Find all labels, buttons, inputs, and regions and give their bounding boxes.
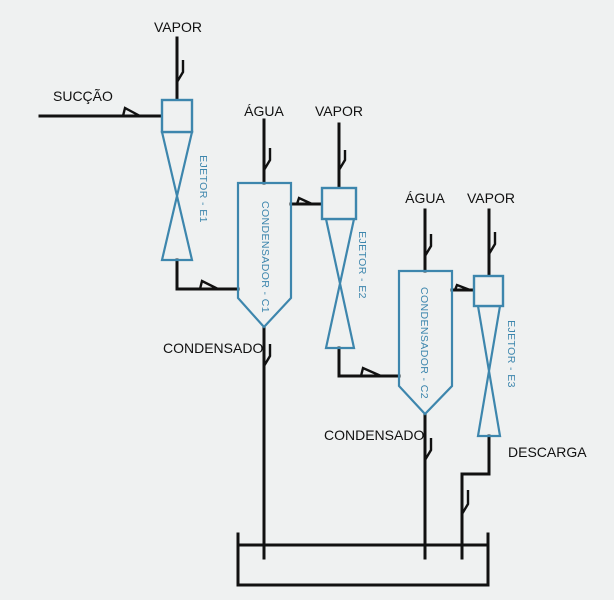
discharge-pipe-e3	[460, 434, 491, 560]
flow-arrow-condensate-c1	[262, 344, 272, 367]
water-c2-label: ÁGUA	[405, 190, 445, 206]
ejector-e1	[160, 98, 194, 262]
condenser-c2	[397, 269, 454, 416]
flow-arrow-steam-e1	[175, 60, 185, 83]
flow-arrow-steam-e2	[337, 150, 347, 171]
ejector-e1-head	[160, 98, 194, 134]
flow-arrows	[121, 60, 497, 515]
condenser-c1-body	[236, 181, 293, 329]
discharge-label: DESCARGA	[508, 444, 587, 460]
ejector-e3-nozzle	[476, 304, 502, 438]
ejector-e3	[472, 274, 505, 438]
flow-arrow-water-c1	[262, 148, 272, 171]
flow-arrow-c1-e2	[295, 196, 313, 206]
ejector-e2-nozzle	[324, 217, 356, 350]
condensate-c2-label: CONDENSADO	[324, 427, 424, 443]
flow-arrow-e1-c1	[198, 279, 219, 291]
condenser-c2-label: CONDENSADOR - C2	[418, 287, 430, 399]
condensate-c1-label: CONDENSADO	[163, 340, 263, 356]
hot-well-tank	[236, 532, 490, 587]
flow-arrow-condensate-c2	[423, 438, 433, 461]
ejector-e2	[320, 186, 358, 350]
water-c1-label: ÁGUA	[244, 103, 284, 119]
flow-arrow-suction	[121, 106, 141, 118]
steam-e1-label: VAPOR	[154, 19, 202, 35]
flow-arrow-discharge	[460, 490, 470, 515]
flow-arrow-steam-e3	[487, 232, 497, 255]
flow-arrow-water-c2	[423, 234, 433, 257]
condenser-c1	[236, 181, 293, 329]
ejector-e3-head	[472, 274, 505, 308]
condenser-c2-body	[397, 269, 454, 416]
condenser-c1-label: CONDENSADOR - C1	[259, 201, 271, 313]
steam-e3-label: VAPOR	[467, 190, 515, 206]
flow-arrow-c2-e3	[453, 283, 471, 292]
ejector-e2-head	[320, 186, 358, 221]
flow-arrow-e2-c2	[359, 366, 382, 378]
ejector-e2-label: EJETOR - E2	[356, 231, 368, 299]
steam-e2-label: VAPOR	[315, 103, 363, 119]
suction-label: SUCÇÃO	[53, 88, 113, 104]
ejector-e1-nozzle	[160, 130, 194, 262]
pipe-network	[38, 36, 491, 587]
ejector-e1-label: EJETOR - E1	[197, 155, 209, 223]
ejector-e3-label: EJETOR - E3	[505, 320, 517, 388]
